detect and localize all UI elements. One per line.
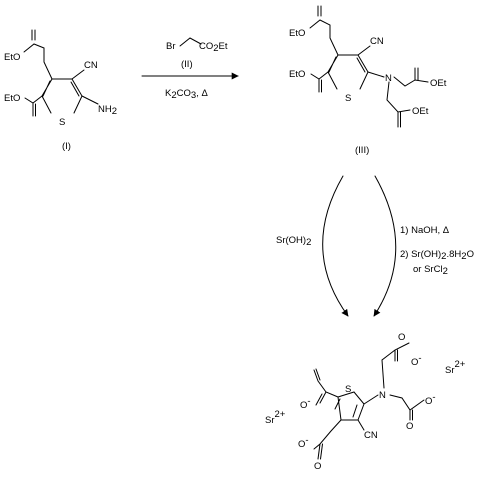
product-o-left: O- [300, 396, 311, 411]
compound-I-cn: CN [84, 60, 98, 71]
compound-III-oet-right: OEt [430, 78, 447, 89]
product-sulfur: S [345, 384, 351, 395]
compound-I-label: (I) [62, 141, 71, 152]
compound-I-eto-top: EtO [4, 52, 20, 63]
product-sr-left-charge: 2+ [275, 409, 286, 420]
product-sr-right-symbol: Sr [445, 365, 455, 376]
compound-III-structure: EtO CN EtO N S OEt OEt (III) [289, 5, 447, 156]
compound-III-nitrogen: N [385, 73, 392, 84]
route-right-hydrate: .8H [446, 249, 461, 260]
product-o-left-charge: - [307, 396, 310, 407]
route-left-sroh: Sr(OH) [276, 235, 306, 246]
compound-III-eto-top: EtO [289, 28, 305, 39]
reagent-II-bonds [179, 37, 202, 47]
conditions-1-k: K [165, 88, 172, 99]
reagent-II-et: Et [219, 41, 228, 52]
conditions-1-co: CO [177, 88, 191, 99]
route-left-sroh-subscript: 2 [306, 237, 311, 248]
compound-III-cn: CN [370, 36, 384, 47]
route-left-reagent: Sr(OH)2 [276, 235, 311, 248]
conditions-1-delta: , Δ [196, 88, 208, 99]
route-right-srcl-subscript: 2 [443, 266, 448, 277]
product-sr-left: Sr2+ [265, 409, 286, 426]
product-o-right-upper-symbol: O [411, 357, 418, 368]
route-right-o: O [467, 249, 474, 260]
product-nitrogen: N [379, 390, 386, 401]
product-sr-left-symbol: Sr [265, 415, 275, 426]
reagent-II-co: CO [199, 41, 213, 52]
reagent-II: Br CO2Et (II) [166, 37, 228, 70]
conditions-1-k-subscript: 2 [171, 90, 176, 101]
route-right-srcl: or SrCl [413, 264, 443, 275]
compound-III-sulfur: S [345, 93, 351, 104]
product-structure: O- S N CN O O- O- O O- O Sr2+ Sr2+ [265, 332, 466, 472]
product-sr-right-charge: 2+ [455, 359, 466, 370]
compound-I-nh-subscript: 2 [112, 106, 117, 117]
compound-I-bonds [23, 29, 99, 117]
route-right-sroh: 2) Sr(OH) [400, 249, 441, 260]
compound-I-nh: NH [98, 104, 112, 115]
compound-I-structure: EtO CN EtO NH2 S (I) [4, 29, 117, 152]
product-o-bottom-left-charge: - [305, 435, 308, 446]
route-right-sroh-subscript: 2 [441, 251, 446, 262]
compound-III-eto-left: EtO [289, 69, 305, 80]
product-cn: CN [364, 430, 378, 441]
compound-I-sulfur: S [59, 117, 65, 128]
route-right-step1: 1) NaOH, Δ [400, 225, 450, 236]
product-sr-right: Sr2+ [445, 359, 466, 376]
product-o-bottom: O [314, 461, 321, 472]
product-o-right-upper-charge: - [418, 353, 421, 364]
product-o-bottom-left-symbol: O [298, 439, 305, 450]
compound-III-oet-low: OEt [412, 106, 429, 117]
conditions-1-co-subscript: 3 [191, 90, 196, 101]
product-o-right-lower-symbol: O [425, 396, 432, 407]
conditions-1: K2CO3, Δ [165, 88, 208, 101]
reagent-II-co-subscript: 2 [213, 43, 218, 54]
compound-III-bonds [309, 5, 429, 128]
route-right-water-subscript: 2 [461, 251, 466, 262]
product-o-top: O [398, 332, 405, 343]
product-o-right-lower: O- [425, 392, 436, 407]
reagent-II-br: Br [166, 41, 176, 52]
compound-III-label: (III) [355, 145, 369, 156]
product-o-low-carbonyl: O [406, 421, 413, 432]
reagent-II-co2et: CO2Et [199, 41, 228, 54]
product-o-right-lower-charge: - [432, 392, 435, 403]
compound-I-nh2: NH2 [98, 104, 117, 117]
product-o-left-symbol: O [300, 400, 307, 411]
route-arrow-left [322, 175, 349, 317]
product-o-right-upper: O- [411, 353, 422, 368]
route-arrow-right [373, 175, 397, 317]
route-right-step2: 2) Sr(OH)2.8H2O [400, 249, 474, 262]
compound-I-eto-left: EtO [4, 93, 20, 104]
product-bonds [313, 342, 425, 460]
route-right-alt: or SrCl2 [413, 264, 448, 277]
product-o-bottom-left: O- [298, 435, 309, 450]
reagent-II-label: (II) [181, 59, 193, 70]
